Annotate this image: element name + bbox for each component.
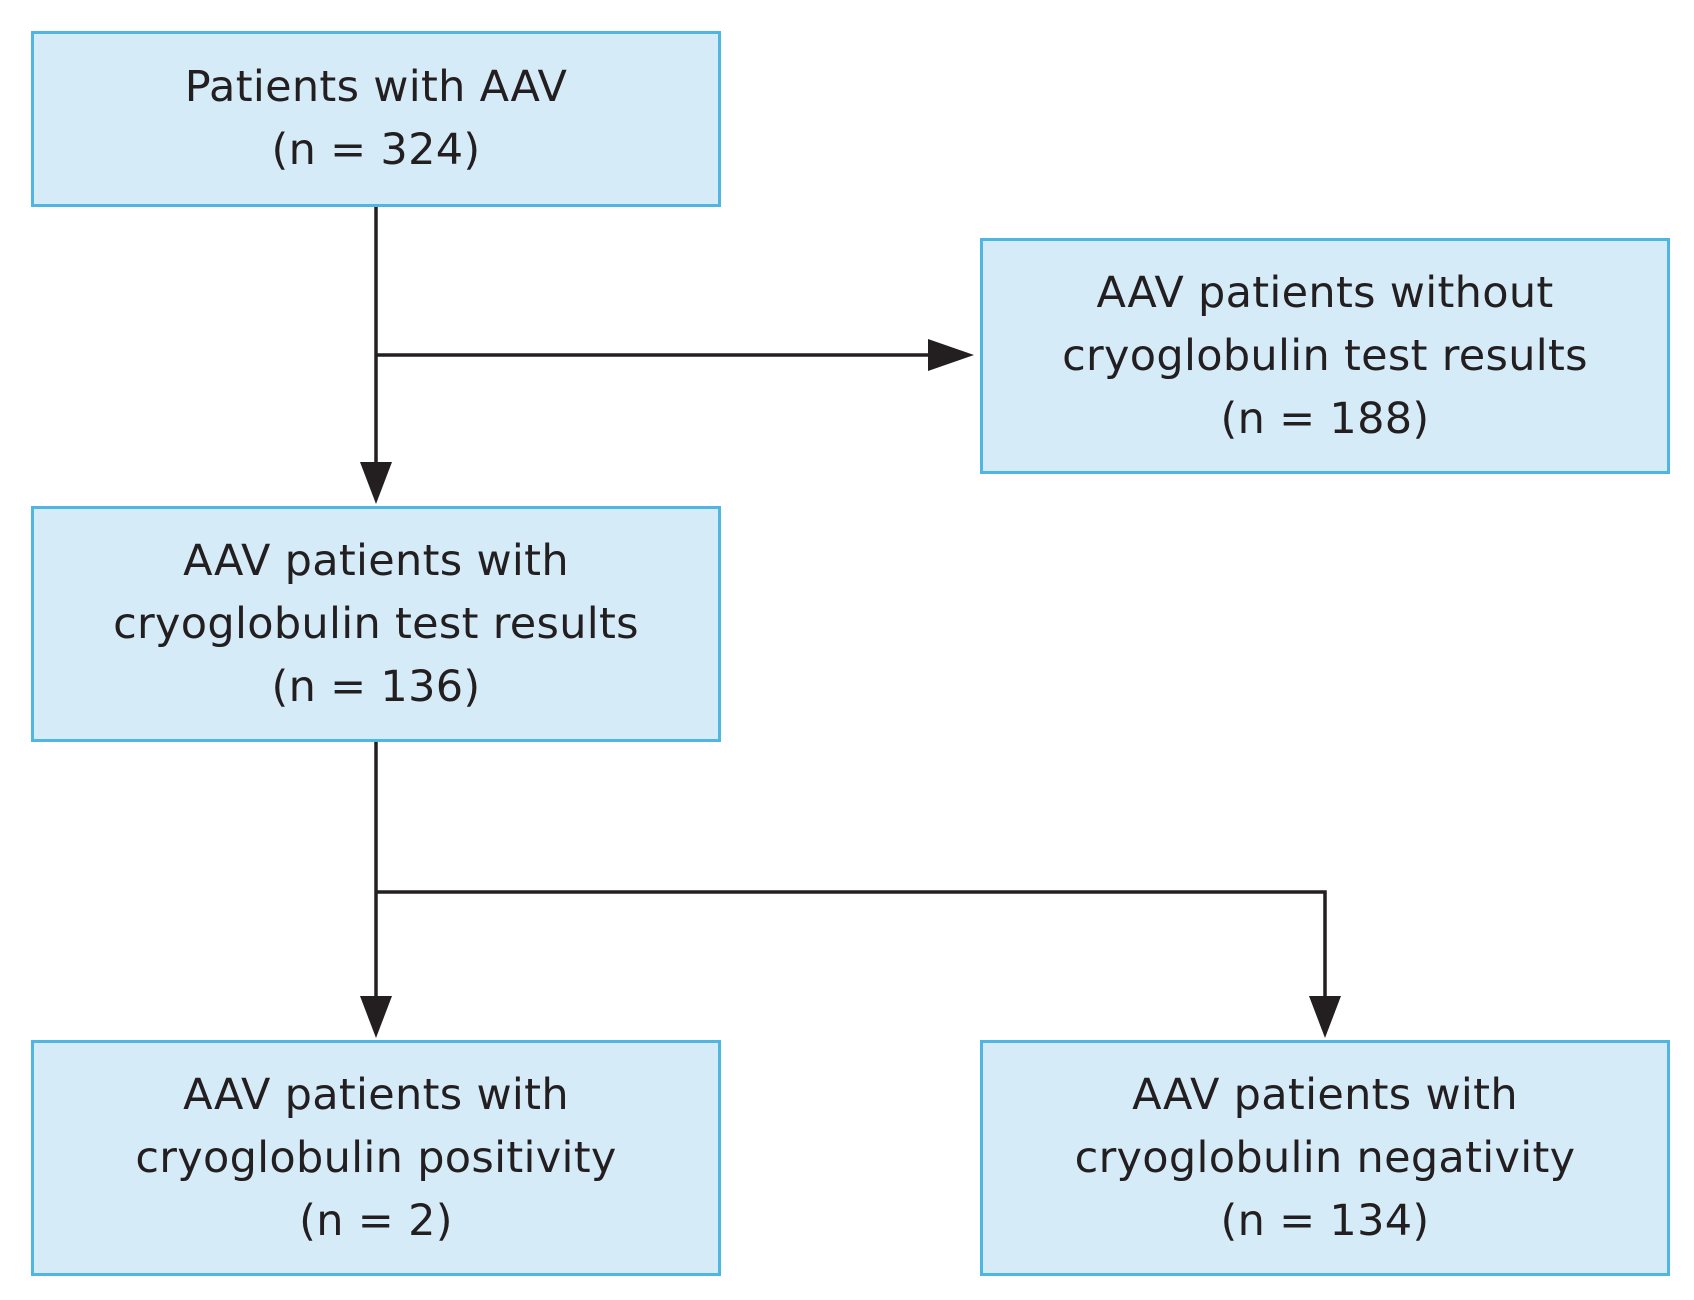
node-count: (n = 2): [299, 1195, 453, 1246]
node-cryoglobulin-positivity-text: AAV patients with cryoglobulin positivit…: [135, 1064, 616, 1253]
node-count: (n = 188): [1220, 393, 1430, 444]
node-label-line2: cryoglobulin negativity: [1074, 1132, 1576, 1183]
arrowhead-with-results: [360, 462, 392, 504]
node-count: (n = 136): [271, 661, 481, 712]
arrowhead-without-results: [928, 339, 974, 371]
node-label: AAV patients with: [183, 535, 569, 586]
node-label: AAV patients with: [1132, 1069, 1518, 1120]
node-label: AAV patients without: [1096, 267, 1554, 318]
node-cryoglobulin-negativity-text: AAV patients with cryoglobulin negativit…: [1075, 1064, 1576, 1253]
node-count: (n = 324): [271, 125, 481, 175]
node-label: Patients with AAV: [184, 62, 568, 112]
node-with-test-results-text: AAV patients with cryoglobulin test resu…: [113, 530, 639, 719]
arrowhead-negative: [1309, 996, 1341, 1038]
node-patients-with-aav-text: Patients with AAV (n = 324): [185, 56, 567, 182]
node-without-test-results-text: AAV patients without cryoglobulin test r…: [1062, 262, 1588, 451]
node-with-test-results: AAV patients with cryoglobulin test resu…: [31, 506, 721, 742]
arrowhead-positive: [360, 996, 392, 1038]
node-label: AAV patients with: [183, 1069, 569, 1120]
node-label-line2: cryoglobulin test results: [113, 598, 639, 649]
node-cryoglobulin-positivity: AAV patients with cryoglobulin positivit…: [31, 1040, 721, 1276]
node-label-line2: cryoglobulin test results: [1062, 330, 1588, 381]
node-cryoglobulin-negativity: AAV patients with cryoglobulin negativit…: [980, 1040, 1670, 1276]
node-count: (n = 134): [1220, 1195, 1430, 1246]
node-patients-with-aav: Patients with AAV (n = 324): [31, 31, 721, 207]
node-label-line2: cryoglobulin positivity: [135, 1132, 617, 1183]
node-without-test-results: AAV patients without cryoglobulin test r…: [980, 238, 1670, 474]
edge-with-results-to-negative: [376, 890, 1327, 1002]
